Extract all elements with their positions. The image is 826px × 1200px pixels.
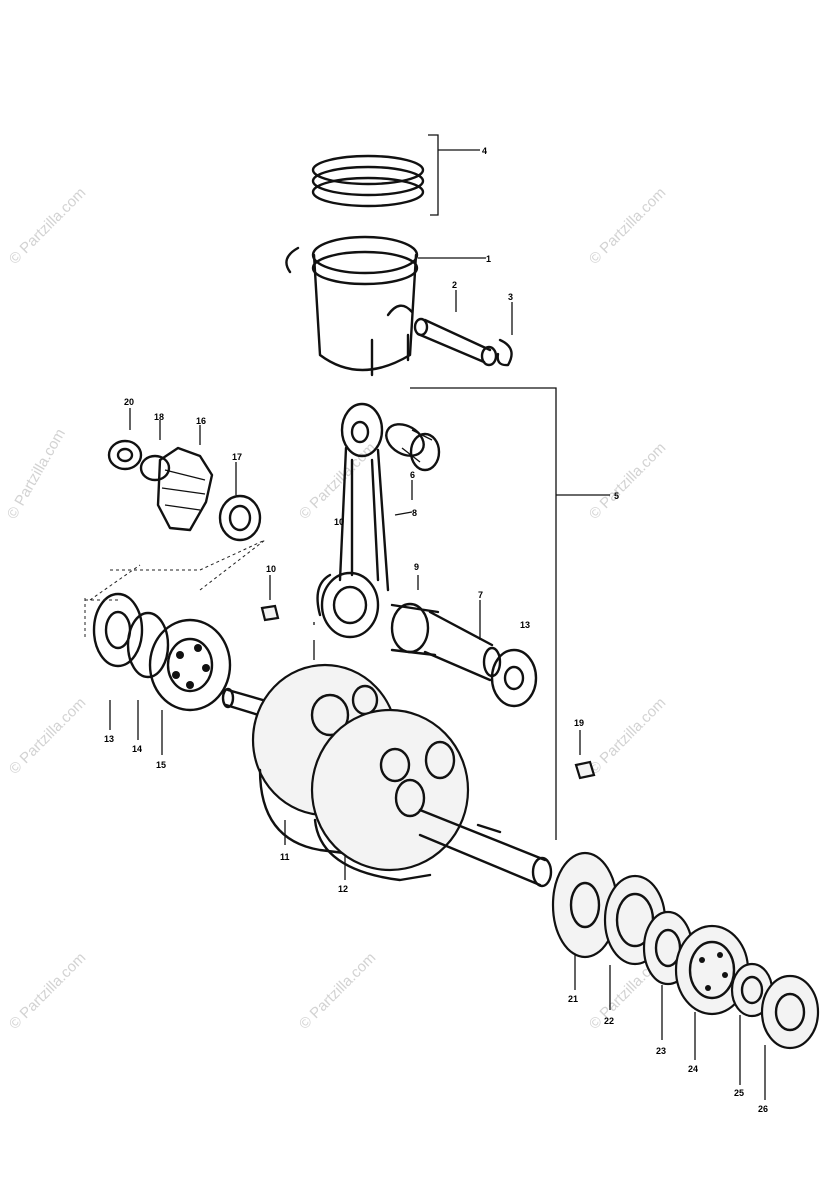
callout-9: 9 [414,562,419,572]
watermark-3: © Partzilla.com [4,426,69,522]
callout-27: 10 [334,517,344,527]
crankshaft [221,663,553,888]
watermark-6: © Partzilla.com [6,694,89,777]
callout-28: 13 [520,620,530,630]
callout-2: 2 [452,280,457,290]
callout-22: 22 [604,1016,614,1026]
callout-labels: 4 1 2 3 5 6 7 8 9 10 11 12 13 14 15 16 1… [104,146,768,1114]
callout-18: 18 [154,412,164,422]
callout-6: 6 [410,470,415,480]
callout-4: 4 [482,146,487,156]
primary-gear [89,408,266,601]
callout-3: 3 [508,292,513,302]
right-bearings [551,851,820,1100]
callout-25: 25 [734,1088,744,1098]
callout-20: 20 [124,397,134,407]
watermark-8: © Partzilla.com [586,694,669,777]
callout-23: 23 [656,1046,666,1056]
callout-19: 19 [574,718,584,728]
piston [285,235,486,377]
callout-21: 21 [568,994,578,1004]
left-bearings [84,592,232,755]
watermark-2: © Partzilla.com [586,184,669,267]
callout-13: 13 [104,734,114,744]
callout-16: 16 [196,416,206,426]
callout-7: 7 [478,590,483,600]
piston-pin [413,290,513,367]
callout-14: 14 [132,744,142,754]
connecting-rod [313,387,610,840]
callout-5: 5 [614,491,619,501]
callout-10: 10 [266,564,276,574]
watermark-9: © Partzilla.com [6,949,89,1032]
callout-12: 12 [338,884,348,894]
watermark-4: © Partzilla.com [296,439,379,522]
callout-8: 8 [412,508,417,518]
callout-1: 1 [486,254,491,264]
callout-11: 11 [280,852,290,862]
callout-15: 15 [156,760,166,770]
watermark-10: © Partzilla.com [296,949,379,1032]
keys [260,575,596,780]
callout-26: 26 [758,1104,768,1114]
callout-24: 24 [688,1064,698,1074]
callout-17: 17 [232,452,242,462]
piston-rings [311,134,480,216]
watermark-1: © Partzilla.com [6,184,89,267]
watermark-5: © Partzilla.com [586,439,669,522]
